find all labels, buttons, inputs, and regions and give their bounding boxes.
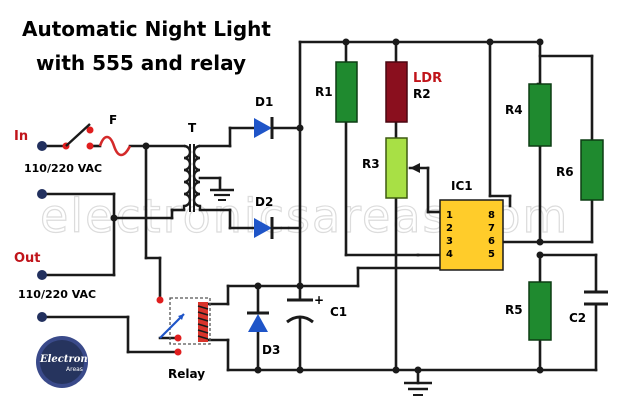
label-d1: D1 <box>255 95 273 109</box>
diode-d2 <box>254 217 274 239</box>
mains-terminals <box>37 141 47 322</box>
label-d3: D3 <box>262 343 280 357</box>
junction-dots <box>110 38 544 374</box>
label-c1: C1 <box>330 305 347 319</box>
title-line-1: Automatic Night Light <box>22 17 271 41</box>
ic-pin-3: 3 <box>446 236 453 247</box>
capacitor-c1 <box>286 298 314 324</box>
logo-line-1: Electronics <box>39 354 104 365</box>
transformer <box>182 144 202 212</box>
resistor-r6 <box>580 139 604 201</box>
label-relay: Relay <box>168 367 205 381</box>
label-ic1: IC1 <box>451 179 473 193</box>
label-r6: R6 <box>556 165 574 179</box>
potentiometer-r3 <box>385 137 408 199</box>
label-r5: R5 <box>505 303 523 317</box>
resistor-r5 <box>528 281 552 341</box>
diode-d1 <box>254 117 274 139</box>
label-d2: D2 <box>255 195 273 209</box>
label-r2: R2 <box>413 87 431 101</box>
capacitor-c2 <box>584 290 608 306</box>
label-voltage-out: 110/220 VAC <box>18 288 96 301</box>
label-in: In <box>14 129 28 144</box>
label-c1-plus: + <box>314 293 324 307</box>
ground-symbol-transformer <box>210 188 234 201</box>
ic-pin-8: 8 <box>488 210 495 221</box>
ground-symbol-main <box>404 381 432 396</box>
ic-pin-5: 5 <box>488 249 495 260</box>
label-transformer: T <box>188 121 197 135</box>
ldr-r2 <box>385 61 408 123</box>
fuse <box>98 135 132 157</box>
electronics-areas-logo: Electronics Areas <box>36 336 104 388</box>
resistor-r1 <box>335 61 358 123</box>
ic-pin-6: 6 <box>488 236 495 247</box>
resistor-r4 <box>528 83 552 147</box>
ic-555 <box>439 199 504 271</box>
ic-pin-4: 4 <box>446 249 453 260</box>
label-r4: R4 <box>505 103 523 117</box>
label-fuse: F <box>109 113 117 127</box>
label-voltage-in: 110/220 VAC <box>24 162 102 175</box>
label-out: Out <box>14 251 41 266</box>
label-r1: R1 <box>315 85 333 99</box>
ic-pin-1: 1 <box>446 210 453 221</box>
label-r3: R3 <box>362 157 380 171</box>
relay <box>156 296 211 356</box>
ic-pin-7: 7 <box>488 223 495 234</box>
label-ldr: LDR <box>413 71 442 86</box>
logo-line-2: Areas <box>66 366 83 373</box>
diode-d3 <box>247 311 269 332</box>
ic-pin-2: 2 <box>446 223 453 234</box>
label-c2: C2 <box>569 311 586 325</box>
input-switch <box>62 123 94 150</box>
title-line-2: with 555 and relay <box>36 51 246 75</box>
potentiometer-wiper-arrow <box>410 163 420 173</box>
